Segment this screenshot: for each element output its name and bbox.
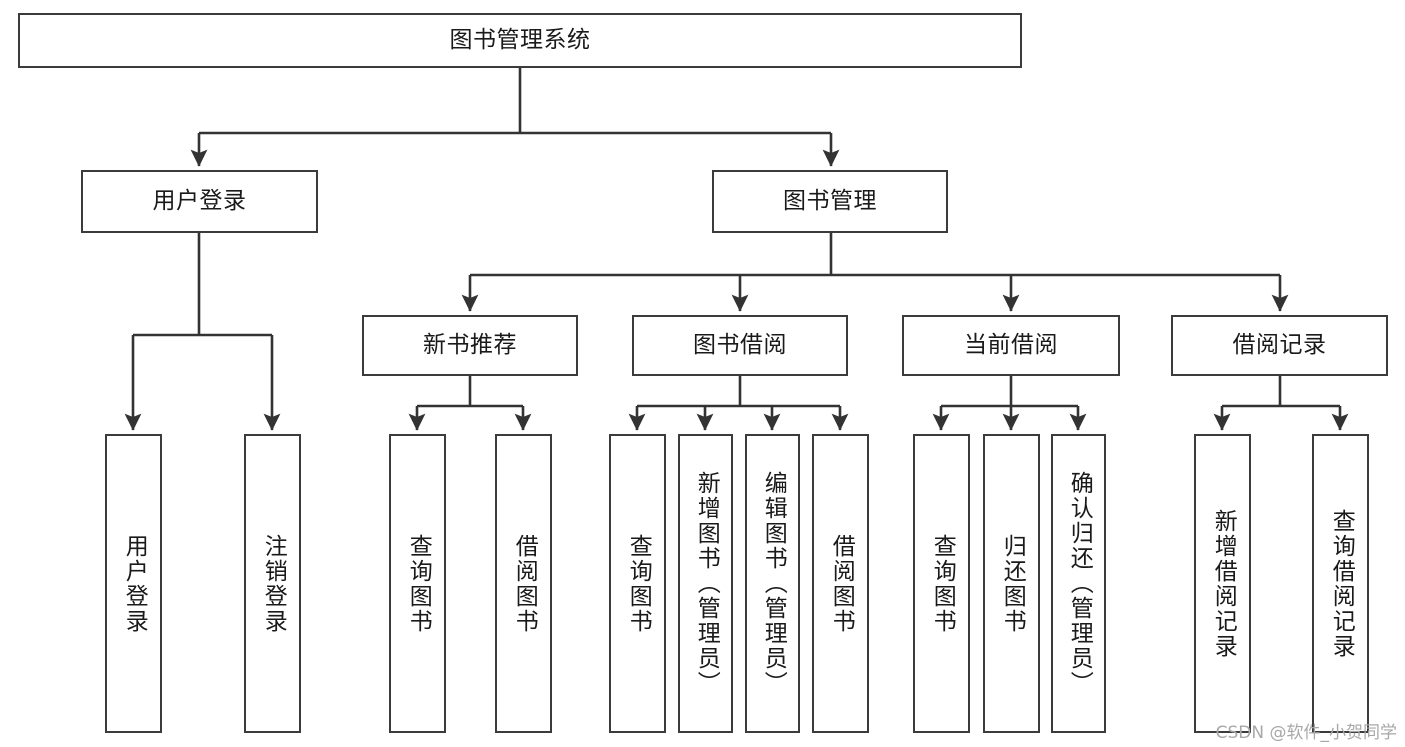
node-label: 查询图书 xyxy=(929,533,956,634)
node-current-borrow[interactable]: 当前借阅 xyxy=(902,315,1120,376)
node-book-management[interactable]: 图书管理 xyxy=(712,170,948,233)
leaf-user-login[interactable]: 用户登录 xyxy=(105,434,162,733)
csdn-watermark: CSDN @软件_小贺同学 xyxy=(1215,723,1397,743)
node-label: 归还图书 xyxy=(999,533,1026,634)
node-label: 注销登录 xyxy=(260,533,287,634)
node-book-borrow[interactable]: 图书借阅 xyxy=(632,315,848,376)
node-label: 图书借阅 xyxy=(693,331,787,358)
leaf-current-confirm-return-admin[interactable]: 确认归还（管理员） xyxy=(1051,434,1106,733)
node-label: 确认归还（管理员） xyxy=(1066,471,1093,696)
node-label: 新书推荐 xyxy=(423,331,517,358)
node-label: 查询图书 xyxy=(405,533,432,634)
node-borrow-record[interactable]: 借阅记录 xyxy=(1171,315,1388,376)
node-label: 查询图书 xyxy=(625,533,652,634)
node-user-login[interactable]: 用户登录 xyxy=(81,170,318,233)
leaf-current-return-book[interactable]: 归还图书 xyxy=(983,434,1040,733)
node-label: 当前借阅 xyxy=(964,331,1058,358)
node-label: 查询借阅记录 xyxy=(1328,508,1355,659)
leaf-record-add-borrow-record[interactable]: 新增借阅记录 xyxy=(1194,434,1251,733)
leaf-borrow-borrow-book[interactable]: 借阅图书 xyxy=(812,434,869,733)
node-label: 用户登录 xyxy=(121,533,148,634)
node-label: 用户登录 xyxy=(152,187,247,214)
leaf-borrow-query-book[interactable]: 查询图书 xyxy=(609,434,666,733)
leaf-current-query-book[interactable]: 查询图书 xyxy=(913,434,970,733)
node-root-book-management-system[interactable]: 图书管理系统 xyxy=(18,13,1022,68)
node-label: 新增图书（管理员） xyxy=(693,471,720,696)
node-label: 借阅记录 xyxy=(1232,331,1327,358)
node-label: 借阅图书 xyxy=(828,533,855,634)
leaf-borrow-add-book-admin[interactable]: 新增图书（管理员） xyxy=(678,434,733,733)
leaf-recommend-borrow-book[interactable]: 借阅图书 xyxy=(495,434,552,733)
node-new-book-recommendation[interactable]: 新书推荐 xyxy=(362,315,578,376)
node-label: 图书管理系统 xyxy=(449,26,591,53)
leaf-borrow-edit-book-admin[interactable]: 编辑图书（管理员） xyxy=(745,434,800,733)
leaf-record-query-borrow-record[interactable]: 查询借阅记录 xyxy=(1312,434,1369,733)
node-label: 新增借阅记录 xyxy=(1210,508,1237,659)
node-label: 借阅图书 xyxy=(511,533,538,634)
node-label: 图书管理 xyxy=(783,187,877,214)
node-label: 编辑图书（管理员） xyxy=(760,471,787,696)
leaf-recommend-query-book[interactable]: 查询图书 xyxy=(389,434,446,733)
leaf-user-logout[interactable]: 注销登录 xyxy=(244,434,301,733)
